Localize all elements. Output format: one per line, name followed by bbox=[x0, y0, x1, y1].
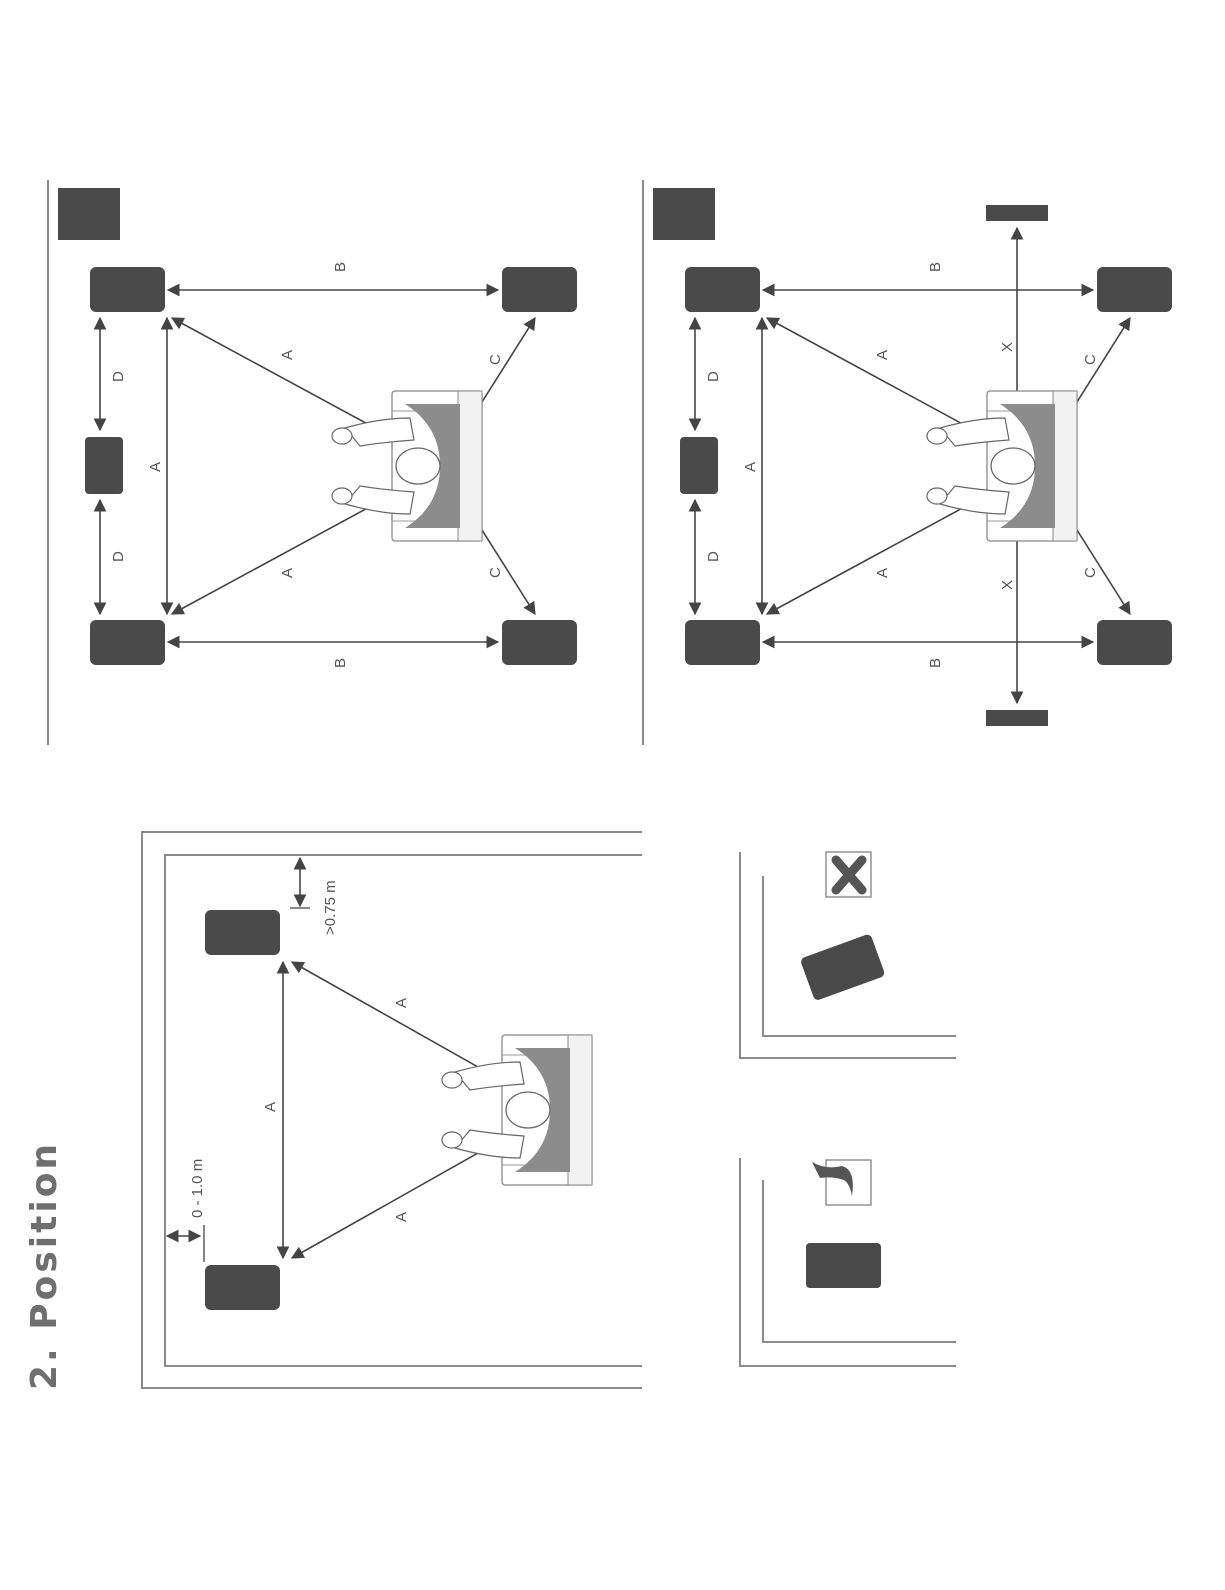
listener-in-chair bbox=[442, 1035, 592, 1185]
distance-label-a: A bbox=[147, 462, 164, 472]
distance-label-d: D bbox=[110, 551, 127, 562]
correct-corner-placement bbox=[740, 1158, 956, 1366]
page-title: 2. Position bbox=[24, 1141, 65, 1390]
rear-left-speaker bbox=[502, 620, 577, 665]
surround-5-1-setup: D D A A A B B C C bbox=[48, 180, 577, 745]
check-mark-icon bbox=[812, 1160, 871, 1205]
distance-label-c: C bbox=[487, 567, 504, 578]
distance-label-b: B bbox=[332, 658, 349, 668]
listener-in-chair bbox=[332, 391, 482, 541]
rear-right-speaker bbox=[502, 267, 577, 312]
side-right-speaker bbox=[986, 205, 1048, 221]
left-speaker bbox=[205, 1265, 280, 1310]
distance-label-a: A bbox=[393, 1212, 410, 1222]
front-right-speaker bbox=[90, 267, 165, 312]
surround-7-1-setup: D D A A A B B C C X X bbox=[643, 180, 1172, 745]
subwoofer bbox=[58, 188, 120, 240]
distance-label-a: A bbox=[279, 568, 296, 578]
straight-speaker bbox=[806, 1243, 881, 1288]
stereo-setup: 0 - 1.0 m >0.75 m A A A bbox=[142, 832, 642, 1388]
front-left-speaker bbox=[90, 620, 165, 665]
angled-speaker bbox=[800, 933, 886, 1001]
front-left-speaker bbox=[685, 620, 760, 665]
incorrect-corner-placement bbox=[740, 852, 956, 1058]
distance-label-a: A bbox=[279, 350, 296, 360]
center-speaker bbox=[680, 437, 718, 494]
right-speaker bbox=[205, 910, 280, 955]
distance-label-d: D bbox=[705, 371, 722, 382]
center-speaker bbox=[85, 437, 123, 494]
distance-label-x: X bbox=[999, 342, 1016, 352]
front-right-speaker bbox=[685, 267, 760, 312]
distance-label-a: A bbox=[393, 998, 410, 1008]
distance-label-a: A bbox=[262, 1102, 279, 1112]
rear-left-speaker bbox=[1097, 620, 1172, 665]
subwoofer bbox=[653, 188, 715, 240]
distance-label-b: B bbox=[927, 262, 944, 272]
front-wall-distance-label: 0 - 1.0 m bbox=[189, 1159, 206, 1218]
distance-label-c: C bbox=[1082, 354, 1099, 365]
distance-label-c: C bbox=[1082, 567, 1099, 578]
rear-right-speaker bbox=[1097, 267, 1172, 312]
side-left-speaker bbox=[986, 710, 1048, 726]
listener-in-chair bbox=[927, 391, 1077, 541]
distance-label-a: A bbox=[742, 462, 759, 472]
distance-label-d: D bbox=[705, 551, 722, 562]
cross-mark-icon bbox=[826, 852, 871, 897]
side-wall-distance-label: >0.75 m bbox=[322, 880, 339, 935]
distance-label-a: A bbox=[874, 568, 891, 578]
distance-label-b: B bbox=[927, 658, 944, 668]
distance-label-d: D bbox=[110, 371, 127, 382]
distance-label-x: X bbox=[999, 580, 1016, 590]
distance-label-c: C bbox=[487, 354, 504, 365]
distance-label-a: A bbox=[874, 350, 891, 360]
distance-label-b: B bbox=[332, 262, 349, 272]
